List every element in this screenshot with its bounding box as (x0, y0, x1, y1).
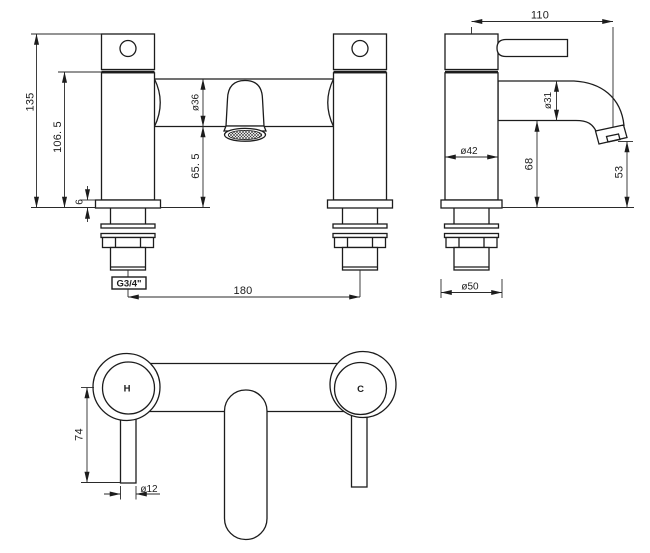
dim-tap-centres-label: 180 (234, 285, 253, 297)
thread-label-box (111, 276, 147, 290)
dim-body-height-label: 106. 5 (52, 121, 64, 153)
dim-lever-dia-label: ø12 (140, 484, 158, 495)
hot-label: H (124, 384, 131, 395)
dim-base-dia-label: ø50 (461, 282, 479, 293)
dim-spout-reach-label: 110 (531, 10, 549, 22)
dim-total-height-label: 135 (25, 93, 37, 112)
dim-spout-clearance-label: 65. 5 (190, 153, 202, 178)
lever-handle (496, 38, 569, 58)
cold-knob: C (329, 350, 397, 419)
right-screw-icon (351, 39, 369, 58)
side-view-dimensions: 110 ø31 ø42 68 53 ø50 (440, 10, 634, 298)
dim-outlet-height-label: 53 (614, 166, 626, 179)
front-view: 135 106. 5 6 ø36 65. 5 180 G3/4" (25, 33, 394, 300)
left-shank (94, 199, 162, 271)
front-spout (223, 79, 267, 142)
thread-size-label: G3/4" (116, 279, 141, 290)
dim-deck-thickness-label: 6 (75, 199, 86, 205)
side-pillar (444, 33, 499, 201)
side-view: 110 ø31 ø42 68 53 ø50 (440, 10, 634, 298)
plan-view: H C 74 ø12 (74, 350, 397, 541)
right-shank (326, 199, 394, 271)
dim-body-dia-label: ø42 (460, 146, 478, 157)
cold-label: C (357, 384, 364, 395)
plan-spout (223, 389, 268, 541)
plan-view-dimensions: 74 ø12 (74, 387, 160, 500)
hot-knob: H (92, 352, 161, 422)
left-pillar (100, 33, 156, 201)
dim-under-spout-label: 68 (524, 158, 536, 171)
right-pillar (332, 33, 388, 201)
side-shank (440, 199, 503, 271)
dim-spout-tube-dia-label: ø31 (543, 91, 554, 109)
dim-body-tube-dia-label: ø36 (191, 93, 202, 111)
dim-lever-length-label: 74 (74, 428, 86, 441)
side-spout (497, 80, 625, 133)
body-tube (153, 78, 335, 128)
left-screw-icon (119, 39, 137, 58)
front-view-dimensions: 135 106. 5 6 ø36 65. 5 180 G3/4" (25, 33, 361, 300)
